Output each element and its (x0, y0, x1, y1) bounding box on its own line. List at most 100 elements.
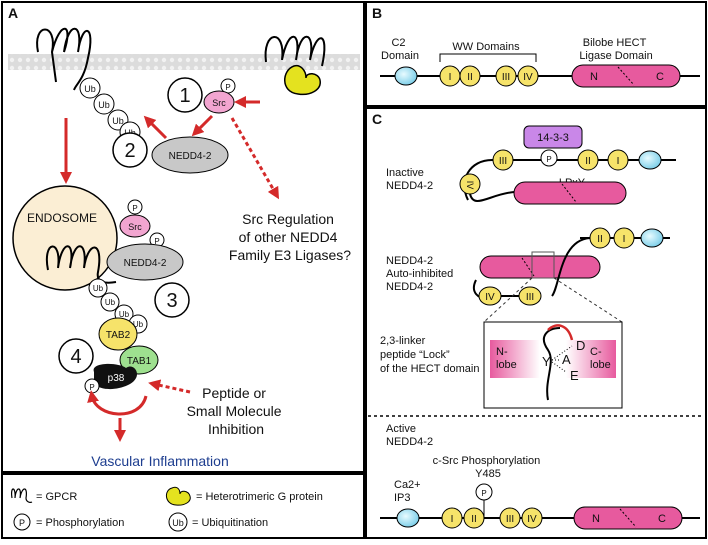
ub-label: Ub (105, 298, 116, 307)
step-number: 2 (124, 140, 135, 162)
autoinhibited-label-line: Auto-inhibited (386, 268, 453, 280)
ub-label: Ub (112, 116, 124, 126)
phosphate-legend-icon (13, 513, 31, 531)
nedd4-2-protein (151, 136, 229, 174)
ww-domain-label: IV (527, 514, 537, 525)
lock-residue-e: E (570, 368, 579, 383)
inactive-label: Inactive NEDD4-2 (386, 167, 433, 192)
ww-domain (577, 149, 599, 171)
ww-domain (607, 149, 629, 171)
legend-gprotein: = Heterotrimeric G protein (196, 491, 323, 503)
lock-helix (547, 324, 574, 341)
panel-a: A Ub Ub Ub Ub 1 P Src 2 NEDD4-2 (1, 1, 365, 473)
p38-label: p38 (108, 373, 125, 384)
ww-domain-label: III (502, 72, 510, 83)
hect-lobe-divider (617, 66, 635, 86)
panel-c: C Inactive NEDD4-2 14-3-3 P III II I IV … (365, 107, 707, 539)
inactive-label-line: Inactive (386, 167, 424, 179)
ub-label: Ub (98, 100, 110, 110)
hect-domain (479, 255, 601, 279)
nedd4-2-label: NEDD4-2 (124, 258, 167, 269)
ww-domains-label: WW Domains (452, 41, 520, 53)
ww-domain (492, 149, 514, 171)
phosphate-circle (475, 483, 493, 501)
p38-activation-arrow (87, 390, 148, 416)
legend-phosphorylation: = Phosphorylation (36, 517, 124, 529)
tab2-protein (98, 317, 138, 351)
zoom-guide-line (483, 277, 533, 323)
phosphate-label: P (481, 489, 486, 498)
ww-domains-bracket (439, 53, 537, 62)
src-regulation-line: Family E3 Ligases? (229, 247, 351, 263)
lock-label-line: peptide “Lock” (380, 349, 450, 361)
c2-domain (638, 150, 662, 170)
src-kinase (119, 214, 151, 238)
step-marker (154, 282, 190, 318)
ww-domain-label: II (585, 156, 591, 167)
lock-residue-d: D (576, 338, 585, 353)
outcome-text: Vascular Inflammation (91, 453, 228, 469)
n-lobe-label-line: lobe (496, 359, 517, 371)
ww-domain-label: IV (465, 181, 475, 190)
phosphate-label: P (132, 204, 137, 213)
step-number: 1 (179, 85, 190, 107)
csrc-label: c-Src Phosphorylation Y485 (433, 455, 544, 480)
phosphate-circle (127, 199, 143, 215)
hect-lobe-divider (619, 508, 637, 528)
hect-domain (513, 181, 627, 205)
ub-circle (93, 93, 115, 115)
ww-domain-label: I (449, 72, 452, 83)
phosphate-legend-symbol: P (19, 518, 25, 528)
hect-c-label: C (656, 71, 664, 83)
hect-domain-label: Bilobe HECT Ligase Domain (579, 37, 652, 62)
ww-domain-label: II (597, 234, 603, 245)
ww-domain-label: I (451, 514, 454, 525)
ub-legend-symbol: Ub (172, 518, 184, 528)
linker-peptide (542, 327, 561, 401)
gprotein-legend-icon (166, 486, 191, 506)
gpcr-receptor-right (264, 35, 326, 67)
tab1-label: TAB1 (127, 356, 152, 367)
ub-label: Ub (84, 84, 96, 94)
src-label: Src (212, 98, 226, 108)
tab2-label: TAB2 (106, 330, 131, 341)
active-label: Active NEDD4-2 (386, 423, 433, 448)
gpcr-receptor-endosome (45, 245, 117, 284)
step-number: 3 (166, 290, 177, 312)
src-regulation-line: Src Regulation (242, 211, 334, 227)
ww-domain (521, 507, 543, 529)
lock-residue-y: Y (542, 354, 551, 369)
ww-domain (441, 507, 463, 529)
inactive-label-line: NEDD4-2 (386, 180, 433, 192)
hect-n-label: N (590, 71, 598, 83)
ww-domain (517, 65, 539, 87)
ww-domain (499, 507, 521, 529)
ub-circle (79, 77, 101, 99)
n-lobe-label-line: N- (496, 346, 508, 358)
cell-membrane (8, 54, 360, 70)
phosphate-label: P (225, 83, 230, 92)
step-marker (167, 77, 203, 113)
gpcr-receptor-left (36, 27, 92, 91)
c2-domain-label-line: C2 (391, 37, 405, 49)
endosome-label: ENDOSOME (27, 211, 97, 225)
zoom-box (531, 251, 555, 279)
phosphate-circle (540, 149, 558, 167)
c-lobe-label: C- lobe (590, 346, 611, 371)
nedd4-2-protein (106, 243, 184, 281)
ww-domain-label: III (506, 514, 514, 525)
calcium-label-line: Ca2+ (394, 479, 421, 491)
hect-n-label: N (592, 513, 600, 525)
panel-a-letter: A (8, 5, 18, 21)
hect-c-label: C (658, 513, 666, 525)
protein-14-3-3 (523, 125, 583, 149)
ww-domain-label: III (526, 292, 534, 303)
endosome (12, 185, 118, 291)
phosphate-label: P (89, 383, 94, 392)
step-marker (112, 132, 148, 168)
nedd4-2-label: NEDD4-2 (169, 151, 212, 162)
src-regulation-line: of other NEDD4 (239, 229, 338, 245)
lock-label: 2,3-linker peptide “Lock” of the HECT do… (380, 335, 479, 375)
